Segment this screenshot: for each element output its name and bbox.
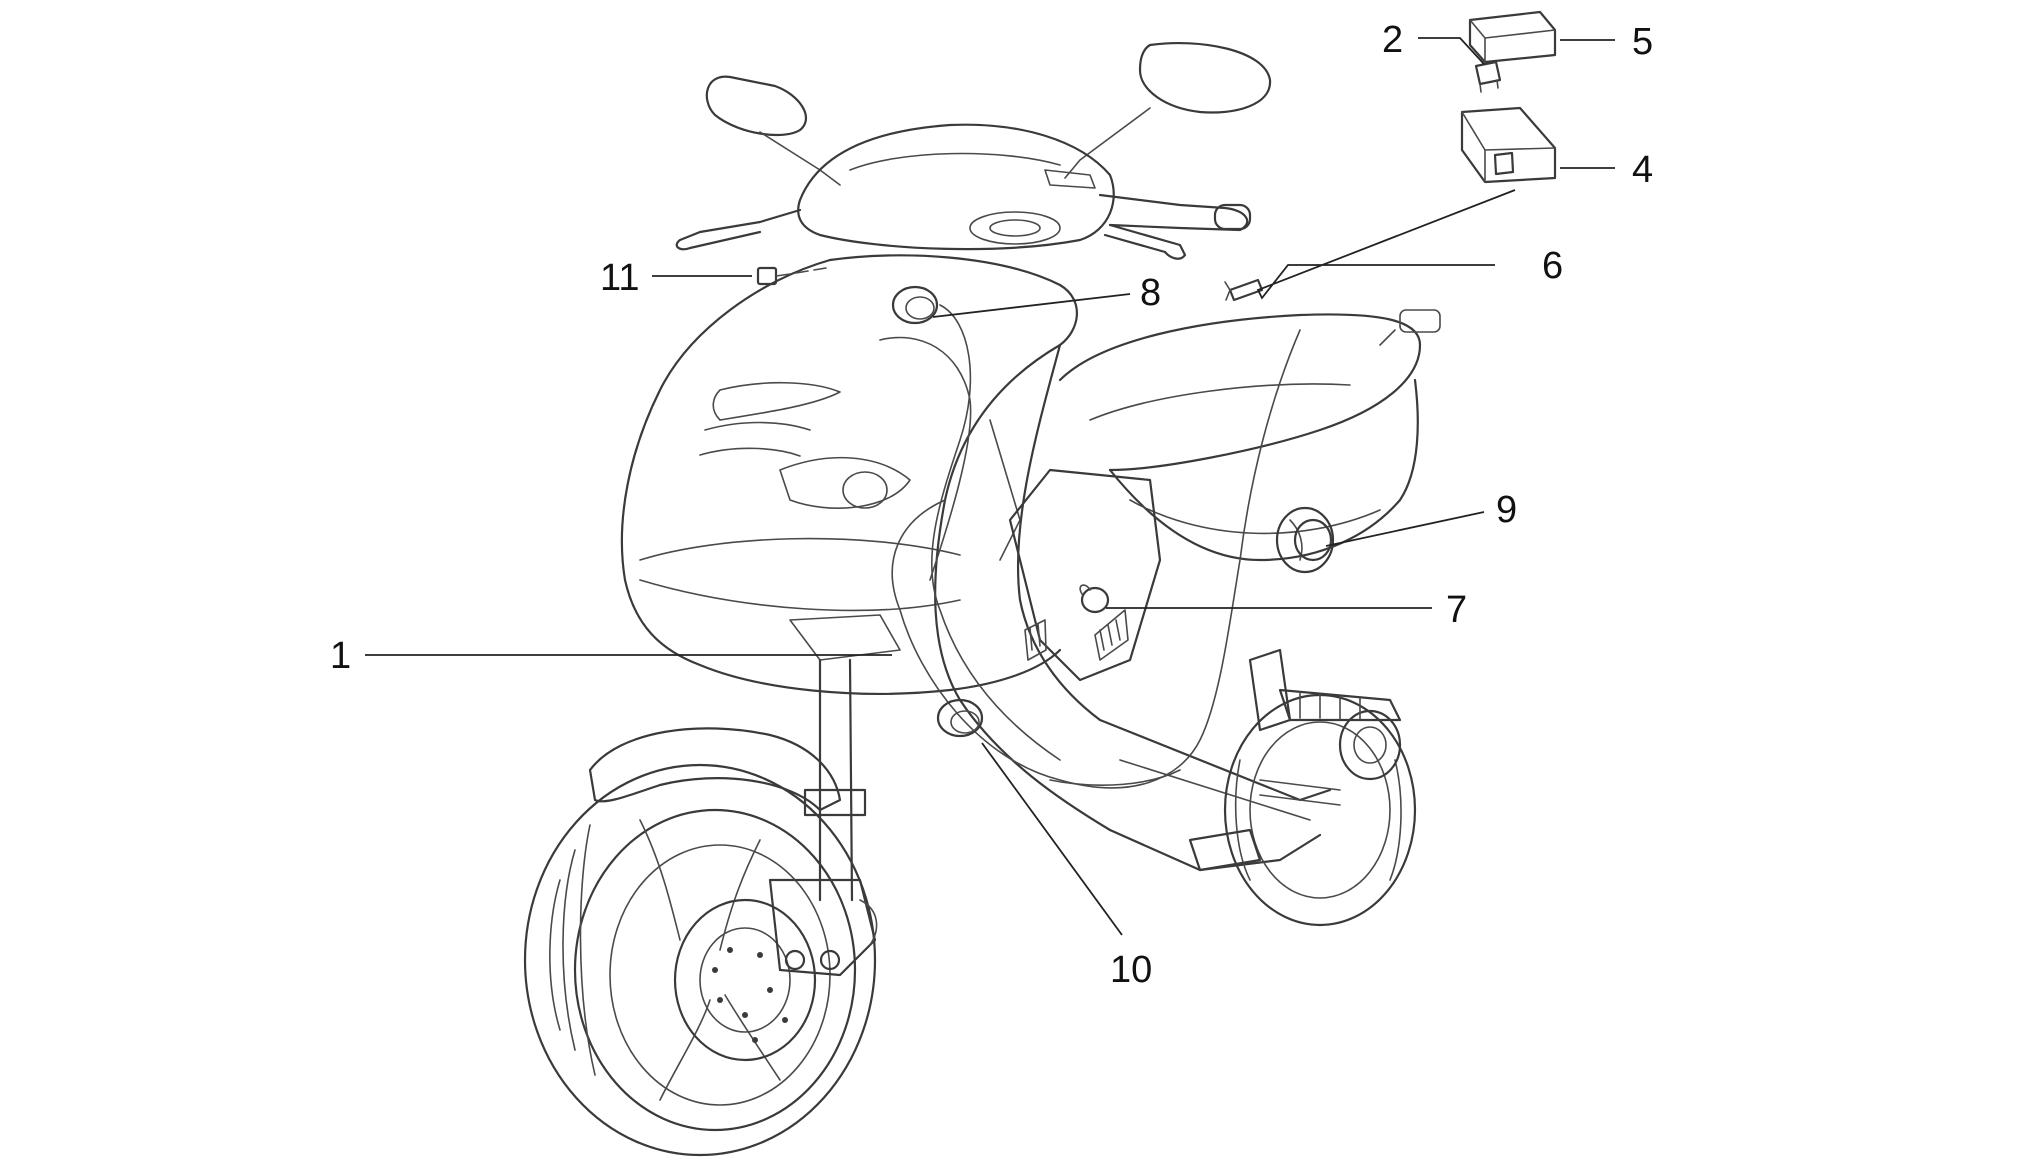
- engine-swingarm: [1188, 648, 1402, 872]
- fuse-box-parts: [1224, 10, 1557, 302]
- leader-8: [932, 293, 1131, 318]
- callout-6: 6: [1542, 245, 1563, 287]
- callout-7: 7: [1446, 589, 1467, 631]
- leader-2: [1418, 37, 1485, 65]
- grommets: [891, 285, 1333, 738]
- front-wheel: [523, 763, 877, 1157]
- front-shield: [620, 254, 1078, 695]
- handlebar-headset: [675, 123, 1252, 260]
- wiring-harness: [879, 304, 1301, 789]
- callout-5: 5: [1632, 21, 1653, 63]
- leader-6: [1256, 189, 1516, 300]
- callout-labels: 1 2 4 5 6 7 8 9 10 11: [330, 19, 1653, 991]
- callout-9: 9: [1496, 489, 1517, 531]
- callout-2: 2: [1382, 19, 1403, 61]
- callout-1: 1: [330, 635, 351, 677]
- callout-10: 10: [1110, 949, 1152, 991]
- seat-rear-body: [1058, 309, 1441, 574]
- callout-4: 4: [1632, 149, 1653, 191]
- front-fork-brake: [768, 658, 878, 977]
- leader-lines: [365, 37, 1615, 936]
- right-mirror: [1064, 42, 1272, 179]
- battery-cover: [1008, 468, 1162, 682]
- leader-10: [981, 742, 1123, 936]
- scooter-illustration: [523, 10, 1557, 1157]
- front-fender: [588, 727, 842, 812]
- connector-part-11: [756, 266, 827, 286]
- callout-8: 8: [1140, 272, 1161, 314]
- leader-9: [1325, 511, 1485, 547]
- rear-wheel: [1223, 693, 1417, 927]
- callout-11: 11: [600, 257, 639, 299]
